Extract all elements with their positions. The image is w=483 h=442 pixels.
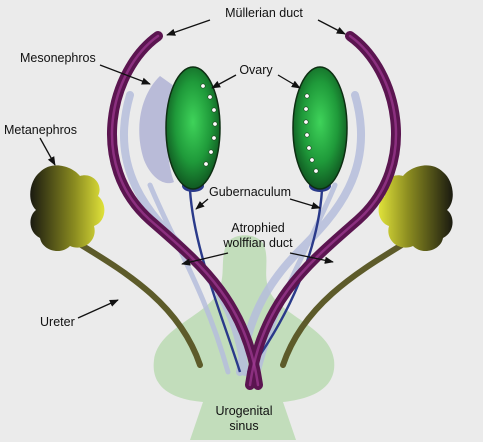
left-mesonephros — [139, 76, 174, 184]
right-wolffian-duct — [236, 91, 366, 376]
left-ureter — [67, 235, 203, 368]
left-ovary — [165, 66, 221, 192]
label-urogenital: Urogenital — [216, 404, 273, 418]
label-wolffian-duct: wolffian duct — [222, 236, 293, 250]
label-mullerian-duct: Müllerian duct — [225, 6, 303, 20]
label-ureter: Ureter — [40, 315, 75, 329]
label-ovary: Ovary — [239, 63, 273, 77]
arrow-mullerian-left — [166, 19, 211, 36]
label-sinus: sinus — [229, 419, 258, 433]
arrow-mesonephros — [99, 64, 151, 85]
mullerian-ducts — [107, 31, 401, 390]
left-wolffian-duct-lower — [147, 182, 231, 375]
arrow-mullerian-right — [317, 19, 346, 35]
right-mullerian-duct-highlight — [248, 34, 398, 387]
arrow-wolffian-left — [181, 252, 229, 266]
arrow-wolffian-right — [289, 252, 334, 264]
label-mesonephros: Mesonephros — [20, 51, 96, 65]
label-metanephros: Metanephros — [4, 123, 77, 137]
arrow-ureter — [77, 299, 119, 319]
arrow-gubernaculum-right — [289, 198, 321, 210]
left-mullerian-duct-highlight — [110, 34, 260, 387]
leader-arrows — [39, 19, 346, 319]
arrow-metanephros — [39, 137, 56, 166]
right-metanephros — [378, 165, 453, 252]
arrow-gubernaculum-left — [195, 198, 209, 210]
left-metanephros — [30, 165, 105, 252]
arrow-ovary-right — [277, 74, 301, 89]
right-ureter — [280, 235, 416, 368]
arrow-ovary-left — [211, 74, 237, 89]
label-gubernaculum: Gubernaculum — [209, 185, 291, 199]
right-ovary — [292, 66, 348, 192]
label-atrophied: Atrophied — [231, 221, 285, 235]
